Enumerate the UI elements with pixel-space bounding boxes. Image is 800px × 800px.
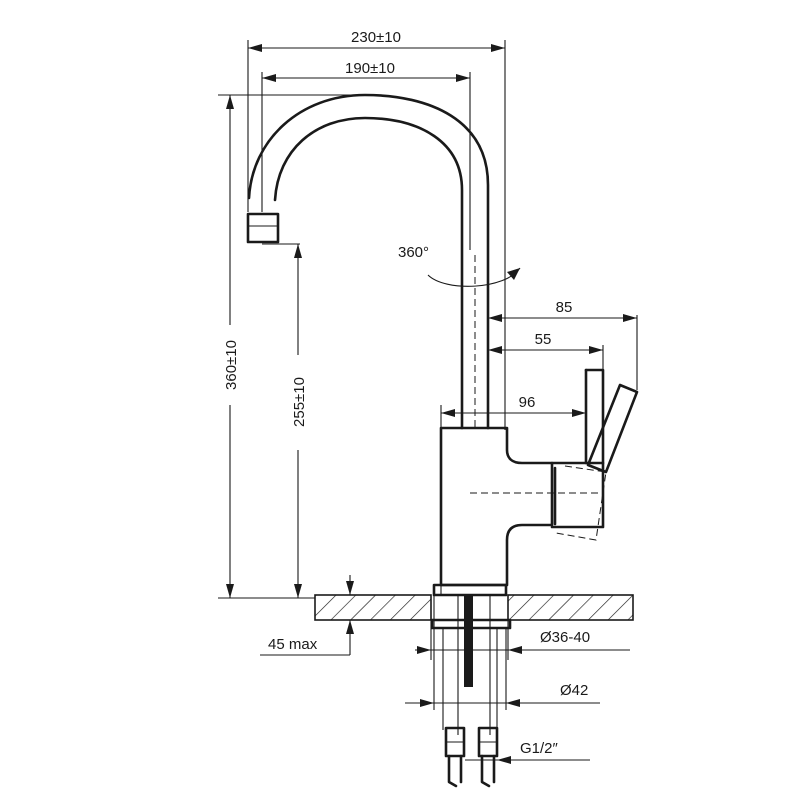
spout-outer-line: [247, 93, 490, 430]
dim-lever-85: 85: [556, 299, 573, 316]
faucet-outline: [246, 93, 639, 597]
threaded-rod: [464, 595, 473, 687]
dim-thread: G1/2″: [520, 740, 559, 757]
dim-overall-reach: 230±10: [351, 29, 401, 46]
dim-hole-diameter: Ø36-40: [540, 629, 590, 646]
dim-spout-reach: 190±10: [345, 60, 395, 77]
dim-base-diameter: Ø42: [560, 682, 588, 699]
mounting-hardware: [430, 595, 512, 788]
countertop: [314, 594, 634, 621]
dim-lever-55: 55: [535, 331, 552, 348]
base-ring: [432, 583, 508, 597]
dim-total-height: 360±10: [223, 340, 240, 390]
lever-tilted: [586, 383, 639, 474]
dim-counter-thickness: 45 max: [268, 636, 318, 653]
lever-housing: [550, 461, 605, 529]
dimension-texts: 230±10 190±10 360±10 255±10 360° 85 55 9…: [223, 29, 590, 757]
countertop-right: [507, 594, 634, 621]
dim-body-96: 96: [519, 394, 536, 411]
rotation-arrow: [427, 267, 521, 287]
dimension-lines: [218, 40, 638, 764]
faucet-body: [439, 426, 554, 587]
dim-spout-height: 255±10: [291, 377, 308, 427]
aerator: [246, 212, 280, 244]
dim-rotation: 360°: [398, 244, 429, 261]
hose-end-left: [447, 754, 463, 788]
lever-tilted-dashed: [555, 465, 607, 541]
spout-inner-line: [273, 116, 464, 430]
countertop-left: [314, 594, 432, 621]
